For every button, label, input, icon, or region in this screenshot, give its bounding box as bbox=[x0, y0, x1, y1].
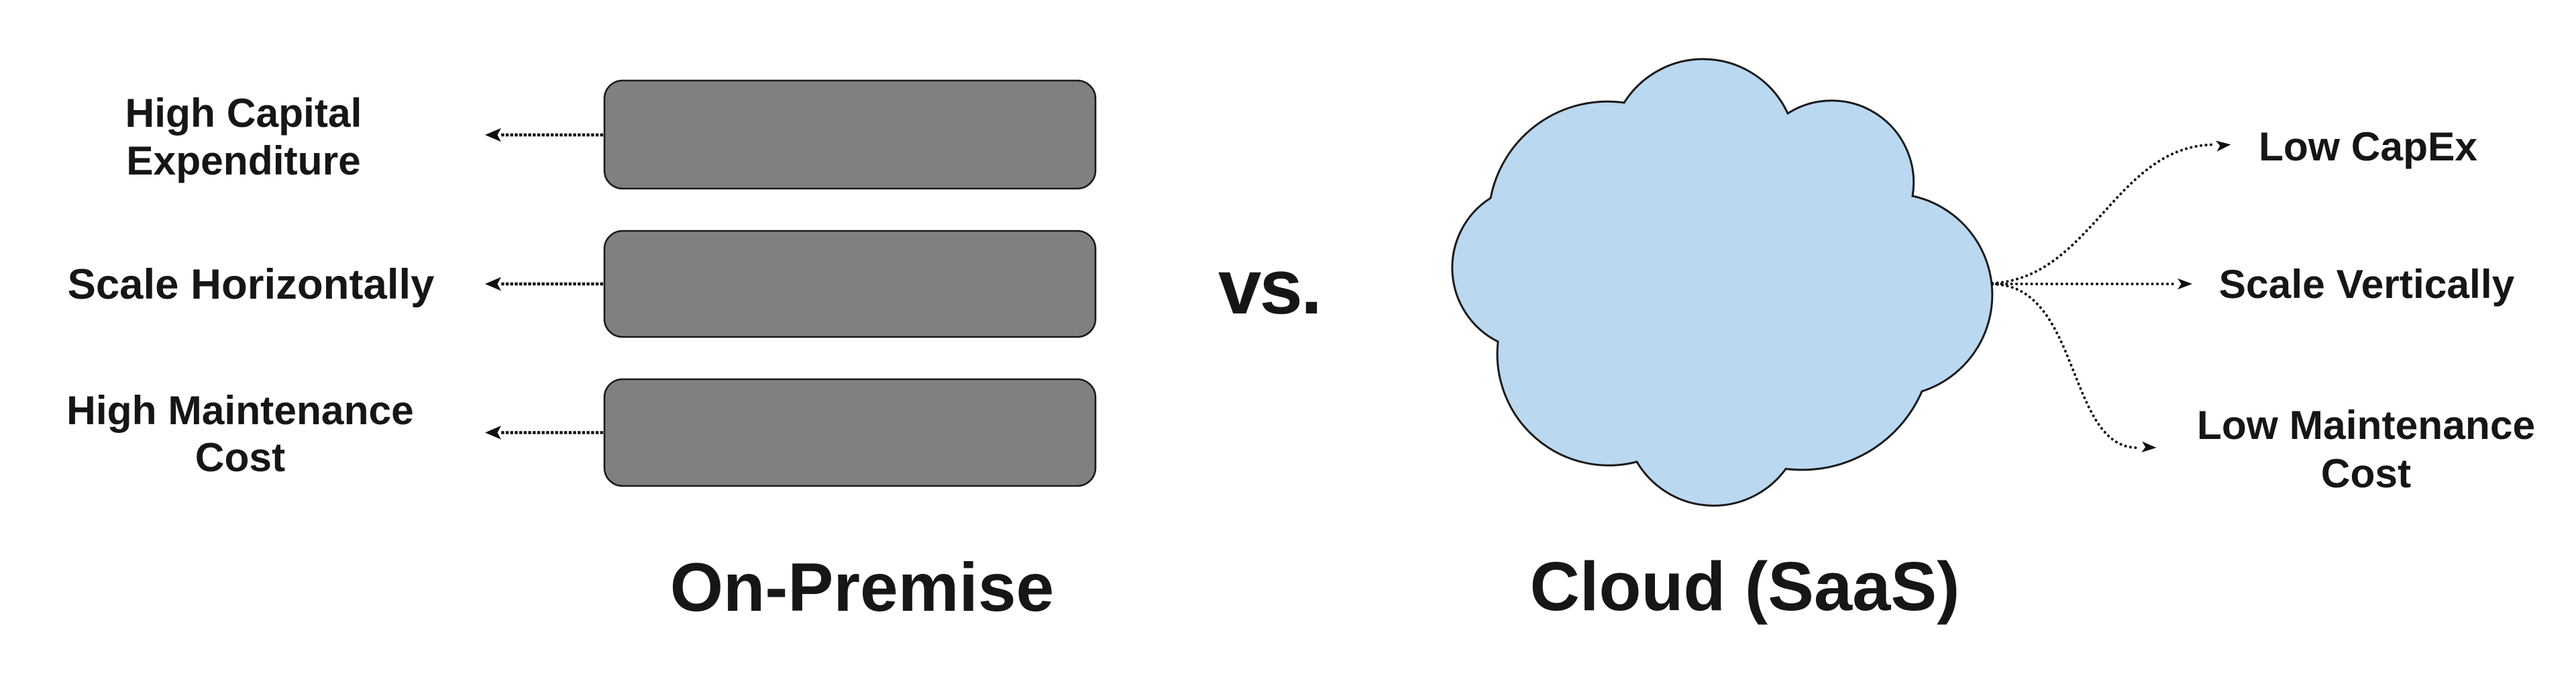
svg-text:Expenditure: Expenditure bbox=[126, 138, 361, 183]
svg-text:Low CapEx: Low CapEx bbox=[2259, 124, 2477, 169]
svg-text:Scale Vertically: Scale Vertically bbox=[2219, 261, 2515, 307]
svg-text:High Capital: High Capital bbox=[125, 90, 362, 136]
svg-text:High Maintenance: High Maintenance bbox=[66, 387, 414, 433]
svg-text:Cost: Cost bbox=[2321, 450, 2411, 496]
svg-text:vs.: vs. bbox=[1218, 243, 1320, 330]
svg-text:Scale Horizontally: Scale Horizontally bbox=[68, 261, 435, 308]
svg-text:Low Maintenance: Low Maintenance bbox=[2197, 402, 2535, 448]
svg-text:On-Premise: On-Premise bbox=[670, 549, 1055, 626]
svg-text:Cloud (SaaS): Cloud (SaaS) bbox=[1530, 548, 1960, 625]
svg-text:Cost: Cost bbox=[195, 434, 285, 480]
